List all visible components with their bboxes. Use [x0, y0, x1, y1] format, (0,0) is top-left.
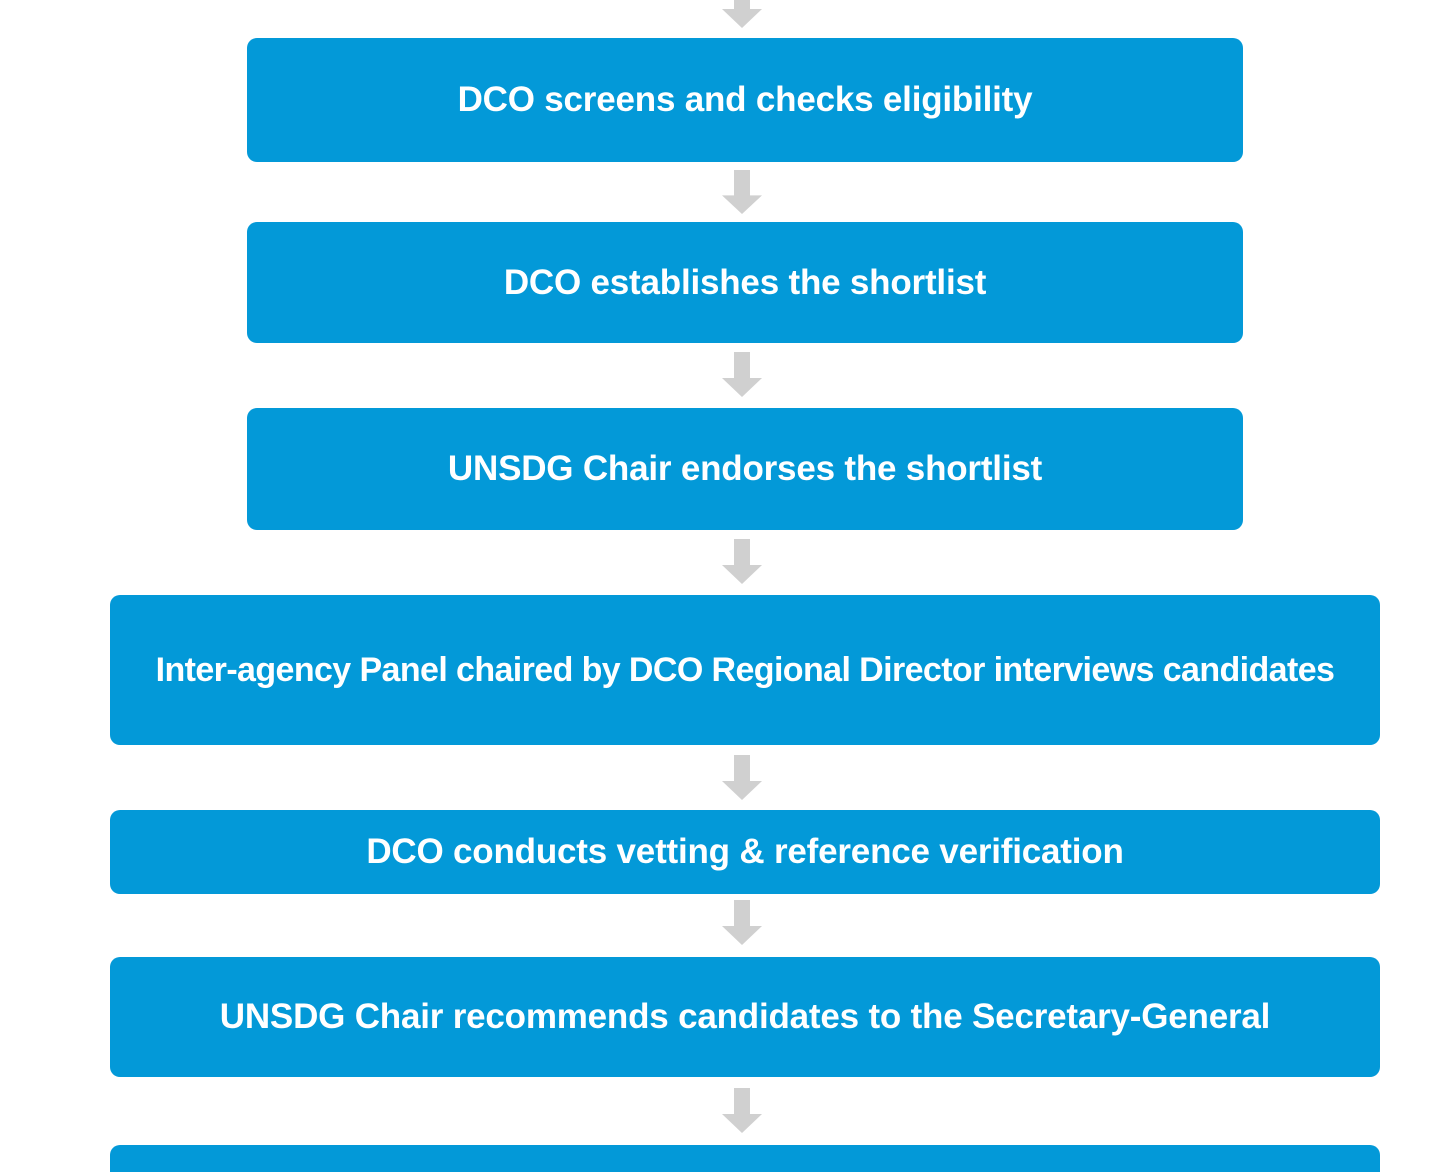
flow-step-label: DCO establishes the shortlist	[503, 262, 987, 302]
flow-step-box: Inter-agency Panel chaired by DCO Region…	[110, 595, 1380, 745]
flow-step-box: DCO establishes the shortlist	[247, 222, 1243, 343]
arrow-down-icon	[722, 352, 762, 397]
flow-step-label: Inter-agency Panel chaired by DCO Region…	[155, 650, 1335, 689]
arrow-down-icon	[722, 900, 762, 945]
arrow-down-icon	[722, 539, 762, 584]
flow-step-label: DCO screens and checks eligibility	[457, 80, 1033, 120]
arrow-down-icon	[722, 0, 762, 28]
flow-step-label: UNSDG Chair endorses the shortlist	[447, 449, 1043, 489]
flow-step-box: DCO conducts vetting & reference verific…	[110, 810, 1380, 894]
flow-step-box: DCO screens and checks eligibility	[247, 38, 1243, 162]
flow-step-label: UNSDG Chair recommends candidates to the…	[219, 997, 1271, 1037]
arrow-down-icon	[722, 170, 762, 214]
flow-step-label: DCO conducts vetting & reference verific…	[366, 832, 1124, 872]
arrow-down-icon	[722, 755, 762, 800]
flow-step-box-partial	[110, 1145, 1380, 1172]
flow-step-box: UNSDG Chair recommends candidates to the…	[110, 957, 1380, 1077]
arrow-down-icon	[722, 1088, 762, 1133]
flow-step-box: UNSDG Chair endorses the shortlist	[247, 408, 1243, 530]
